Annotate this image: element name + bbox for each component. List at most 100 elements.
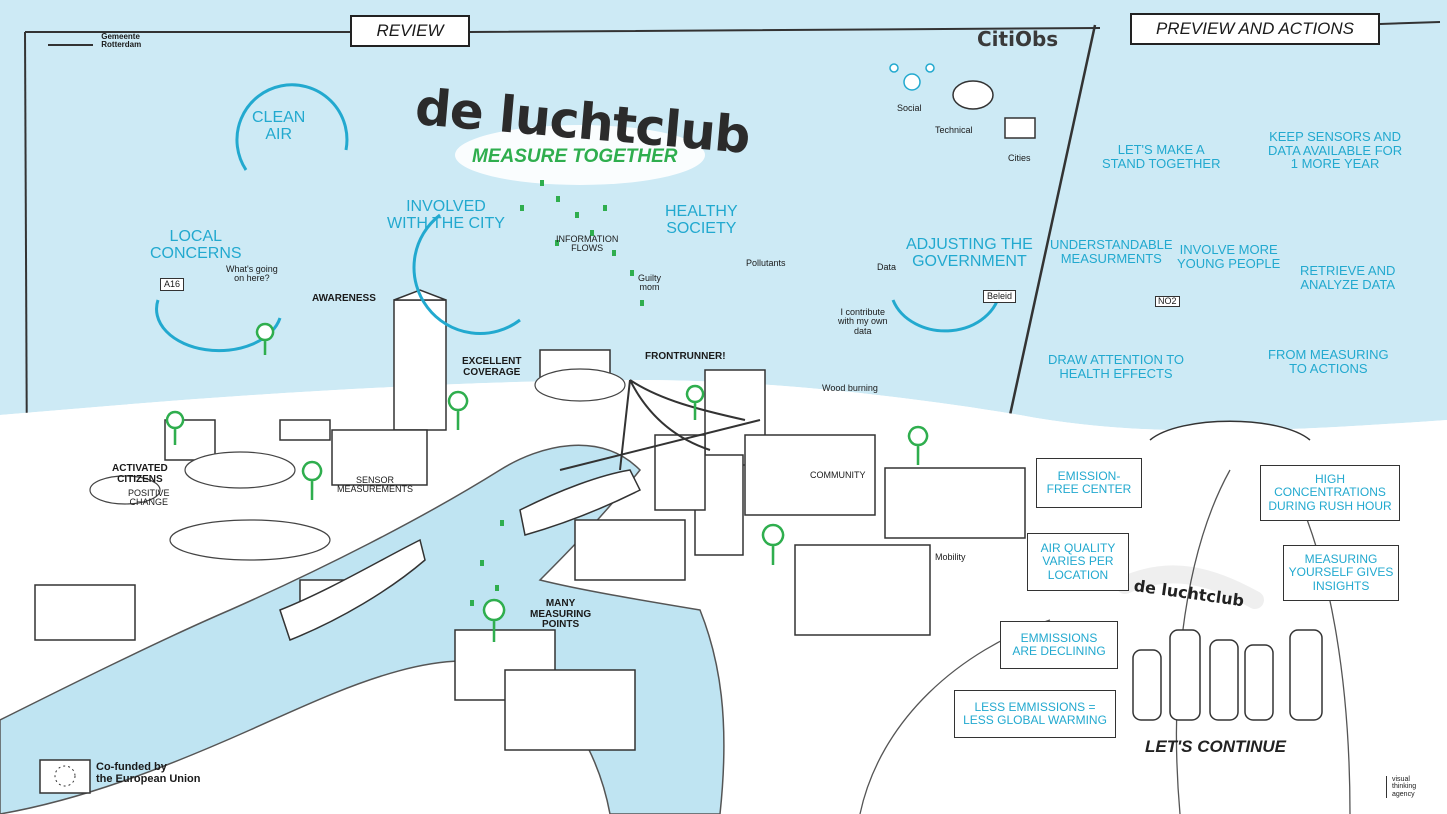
title-cloud: [455, 125, 705, 185]
guilty-mom-line2: mom: [639, 282, 660, 293]
adjusting-government-label: ADJUSTING THE GOVERNMENT: [906, 236, 1033, 271]
eu-flag: [39, 759, 91, 794]
measuring-to-actions-line2: TO ACTIONS: [1289, 360, 1368, 376]
health-effects-label: DRAW ATTENTION TO HEALTH EFFECTS: [1048, 353, 1184, 380]
awareness-label: AWARENESS: [312, 293, 376, 304]
heading-arcs: [155, 83, 1002, 353]
high-concentrations-box: HIGH CONCENTRATIONS DURING RUSH HOUR: [1260, 465, 1400, 521]
keep-sensors-line2: DATA AVAILABLE FOR: [1268, 142, 1403, 158]
local-concerns-label: LOCAL CONCERNS: [150, 228, 242, 263]
crowd: [1132, 629, 1323, 721]
eu-line2: the European Union: [96, 772, 201, 785]
understandable-line2: MEASURMENTS: [1060, 250, 1162, 266]
sensor-measurements-line2: MEASUREMENTS: [337, 484, 414, 495]
stand-together-label: LET'S MAKE A STAND TOGETHER: [1102, 143, 1220, 170]
retrieve-line1: RETRIEVE AND: [1300, 263, 1396, 278]
contribute-line1: I contribute: [840, 307, 886, 317]
activated-citizens-line2: CITIZENS: [117, 473, 163, 485]
measuring-yourself-line1: MEASURING: [1304, 552, 1378, 567]
involved-label: INVOLVED WITH THE CITY: [387, 198, 505, 233]
measuring-yourself-line2: YOURSELF GIVES: [1288, 565, 1394, 580]
clean-air-line2: AIR: [265, 125, 293, 143]
measuring-to-actions-line1: FROM MEASURING: [1268, 347, 1389, 362]
air-quality-line1: AIR QUALITY: [1040, 541, 1116, 556]
review-banner: REVIEW: [350, 15, 470, 47]
emission-free-line1: EMISSION-: [1057, 468, 1121, 483]
top-frame-line: [25, 21, 1441, 33]
agency-line3: agency: [1392, 790, 1415, 798]
adjusting-line1: ADJUSTING THE: [906, 236, 1033, 253]
agency-logo: visual thinking agency: [1386, 776, 1417, 799]
young-people-label: INVOLVE MORE YOUNG PEOPLE: [1177, 243, 1280, 270]
agency-line1: visual: [1392, 776, 1410, 783]
data-flow-dots: [470, 180, 644, 606]
city-logo-line1: Gemeente: [101, 32, 140, 41]
cruise-ship: [519, 469, 642, 536]
sensor-measurements-label: SENSOR MEASUREMENTS: [337, 475, 414, 495]
mobility-label: Mobility: [935, 552, 966, 562]
eu-line1: Co-funded by: [96, 761, 167, 773]
citiobs-logo: CitiObs: [977, 27, 1059, 51]
involved-line2: WITH THE CITY: [387, 214, 505, 232]
many-measuring-line3: POINTS: [541, 619, 580, 630]
pillar-technical: Technical: [935, 125, 973, 135]
many-measuring-line1: MANY: [545, 598, 576, 609]
sensor-measurements-line1: SENSOR: [356, 475, 395, 485]
stand-together-line2: STAND TOGETHER: [1102, 155, 1221, 171]
pollutants-label: Pollutants: [746, 258, 786, 268]
emissions-declining-line2: ARE DECLINING: [1012, 644, 1106, 658]
clean-air-label: CLEAN AIR: [252, 109, 306, 144]
adjusting-line2: GOVERNMENT: [912, 252, 1027, 270]
involved-line1: INVOLVED: [406, 198, 486, 215]
local-concerns-line1: LOCAL: [169, 228, 223, 245]
many-measuring-points-label: MANY MEASURING POINTS: [530, 598, 591, 631]
river: [0, 444, 725, 814]
keep-sensors-line1: KEEP SENSORS AND: [1269, 129, 1402, 144]
retrieve-label: RETRIEVE AND ANALYZE DATA: [1300, 264, 1395, 291]
health-effects-line1: DRAW ATTENTION TO: [1048, 352, 1185, 367]
agency-line2: thinking: [1392, 783, 1417, 791]
beleid-sign: Beleid: [983, 290, 1017, 304]
wood-burning-label: Wood burning: [822, 383, 878, 393]
air-quality-line2: VARIES PER: [1042, 554, 1114, 569]
eu-cofunded-label: Co-funded by the European Union: [96, 761, 201, 785]
preview-banner: PREVIEW AND ACTIONS: [1130, 13, 1380, 45]
guilty-mom-label: Guilty mom: [638, 273, 662, 293]
guilty-mom-line1: Guilty: [638, 273, 662, 283]
healthy-society-line2: SOCIETY: [666, 219, 737, 237]
rotterdam-logo: Gemeente Rotterdam: [48, 32, 142, 50]
contribute-line3: data: [853, 325, 872, 336]
trees: [89, 368, 626, 561]
less-emissions-line2: LESS GLOBAL WARMING: [963, 713, 1107, 727]
young-people-line2: YOUNG PEOPLE: [1177, 255, 1281, 271]
clean-air-line1: CLEAN: [252, 109, 306, 126]
healthy-society-label: HEALTHY SOCIETY: [665, 203, 738, 238]
high-concentrations-line3: DURING RUSH HOUR: [1268, 498, 1392, 513]
section-divider: [1008, 24, 1097, 416]
keep-sensors-line3: 1 MORE YEAR: [1290, 156, 1380, 172]
subtitle: MEASURE TOGETHER: [472, 146, 678, 167]
city-logo-line2: Rotterdam: [101, 40, 142, 50]
young-people-line1: INVOLVE MORE: [1179, 242, 1278, 257]
air-quality-box: AIR QUALITY VARIES PER LOCATION: [1027, 533, 1129, 591]
measuring-yourself-box: MEASURING YOURSELF GIVES INSIGHTS: [1283, 545, 1399, 601]
activated-citizens-label: ACTIVATED CITIZENS: [112, 463, 168, 485]
stand-together-line1: LET'S MAKE A: [1117, 142, 1205, 157]
pillar-social: Social: [897, 103, 922, 113]
positive-change-line1: POSITIVE: [128, 488, 170, 498]
whats-going-on-line2: on here?: [234, 273, 270, 284]
sky-background: [0, 0, 1447, 431]
understandable-line1: UNDERSTANDABLE: [1050, 237, 1173, 252]
local-concerns-line2: CONCERNS: [150, 244, 242, 262]
boat: [279, 538, 426, 641]
contribute-label: I contribute with my own data: [838, 307, 888, 336]
a16-sign: A16: [160, 278, 185, 292]
emissions-declining-box: EMMISSIONS ARE DECLINING: [1000, 621, 1118, 669]
information-flows-label: INFORMATION FLOWS: [556, 234, 618, 254]
measuring-to-actions-label: FROM MEASURING TO ACTIONS: [1268, 348, 1389, 375]
stork-icon: [48, 36, 93, 47]
sensor-pins: [165, 322, 929, 643]
activated-citizens-line1: ACTIVATED: [112, 463, 168, 474]
